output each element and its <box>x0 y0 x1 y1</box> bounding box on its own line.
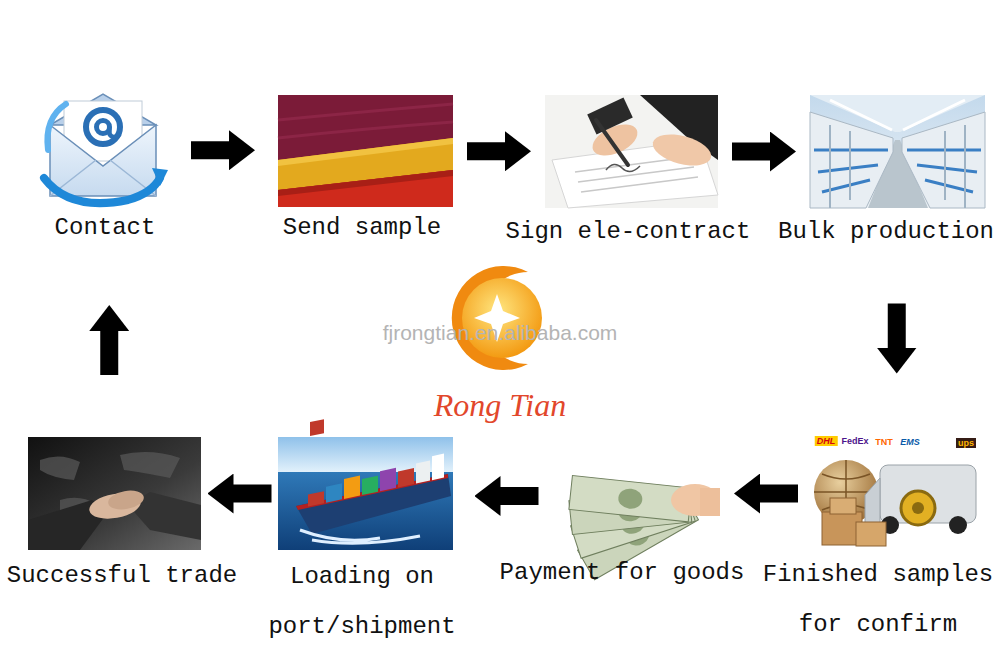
carrier-logo: ups <box>956 438 976 448</box>
watermark: fjrongtian.en.alibaba.com <box>383 321 618 345</box>
process-step: Successful trade <box>28 437 201 550</box>
ship-photo <box>326 483 342 502</box>
courier-photo <box>901 491 935 525</box>
ship-photo <box>308 491 324 506</box>
fabric-photo <box>278 170 453 196</box>
carrier-logo: TNT <box>875 437 893 447</box>
factory-photo <box>830 125 965 208</box>
courier-photo <box>814 460 976 546</box>
signing-photo <box>587 98 633 135</box>
block-arrow <box>191 141 231 159</box>
email-icon <box>50 160 156 196</box>
step-caption: Bulk production <box>778 217 994 247</box>
email-icon <box>47 104 66 150</box>
courier-photo <box>912 502 924 514</box>
carrier-logo: DHL <box>815 436 838 446</box>
block-arrow <box>732 143 772 161</box>
step-caption: Finished samples for confirm <box>761 550 995 650</box>
courier-photo <box>865 478 880 523</box>
money-photo <box>617 488 643 510</box>
process-step: Finished samples for confirm <box>812 430 980 547</box>
block-arrow <box>888 304 906 350</box>
handshake-photo <box>28 437 201 550</box>
block-arrow <box>758 485 798 503</box>
email-icon <box>44 178 160 203</box>
ship-photo <box>398 468 414 487</box>
email-icon <box>86 110 120 144</box>
handshake-photo <box>107 488 146 512</box>
courier-photo <box>949 516 967 534</box>
fabric-photo <box>278 95 453 207</box>
carrier-logo: EMS <box>900 437 920 447</box>
step-caption: Loading on port/shipment <box>262 552 462 652</box>
fabric-photo <box>278 95 453 207</box>
ship-photo <box>296 474 451 534</box>
signing-photo <box>545 95 718 208</box>
handshake-photo <box>28 437 201 550</box>
process-step: Sign ele-contract <box>545 95 718 208</box>
step-caption: Contact <box>55 213 156 243</box>
ship-photo <box>432 454 444 481</box>
courier-photo <box>830 498 856 514</box>
signing-photo <box>596 120 628 165</box>
factory-photo <box>810 95 985 208</box>
block-arrow <box>499 487 539 505</box>
factory-photo <box>810 95 985 208</box>
step-caption: Sign ele-contract <box>506 217 751 247</box>
ship-photo <box>278 419 453 550</box>
factory-photo <box>810 112 893 208</box>
email-icon <box>44 94 168 203</box>
courier-photo <box>856 522 886 546</box>
process-step: Contact <box>40 92 168 207</box>
ship-photo <box>310 419 324 436</box>
step-caption: Payment for goods <box>500 558 745 588</box>
block-arrow <box>100 329 118 375</box>
fabric-photo <box>278 138 453 166</box>
signing-photo <box>606 164 640 171</box>
ship-photo <box>308 454 444 507</box>
money-photo <box>700 488 720 516</box>
block-arrow <box>467 142 507 160</box>
process-step: Loading on port/shipment <box>278 437 453 550</box>
fabric-photo <box>278 170 453 207</box>
ship-photo <box>416 461 430 484</box>
ship-photo <box>380 468 396 491</box>
ship-photo <box>300 530 420 543</box>
step-caption: Send sample <box>283 213 441 243</box>
block-arrow <box>232 485 272 503</box>
process-step: Payment for goods <box>560 455 720 542</box>
company-name: Rong Tian <box>434 387 566 424</box>
company-logo <box>452 266 542 370</box>
money-photo <box>671 484 719 516</box>
ship-photo <box>344 475 360 498</box>
email-icon <box>110 127 121 137</box>
factory-photo <box>902 112 985 208</box>
process-step: Bulk production <box>810 95 985 208</box>
carrier-logo: FedEx <box>841 436 868 446</box>
signing-photo <box>649 129 714 172</box>
ship-photo <box>362 476 378 495</box>
step-caption: Successful trade <box>7 561 237 591</box>
signing-photo <box>545 95 718 208</box>
email-icon <box>152 168 168 186</box>
process-step: Send sample <box>278 95 453 207</box>
fabric-photo <box>278 104 453 138</box>
ship-photo <box>278 472 453 550</box>
company-logo <box>462 278 542 358</box>
email-icon <box>50 125 156 196</box>
